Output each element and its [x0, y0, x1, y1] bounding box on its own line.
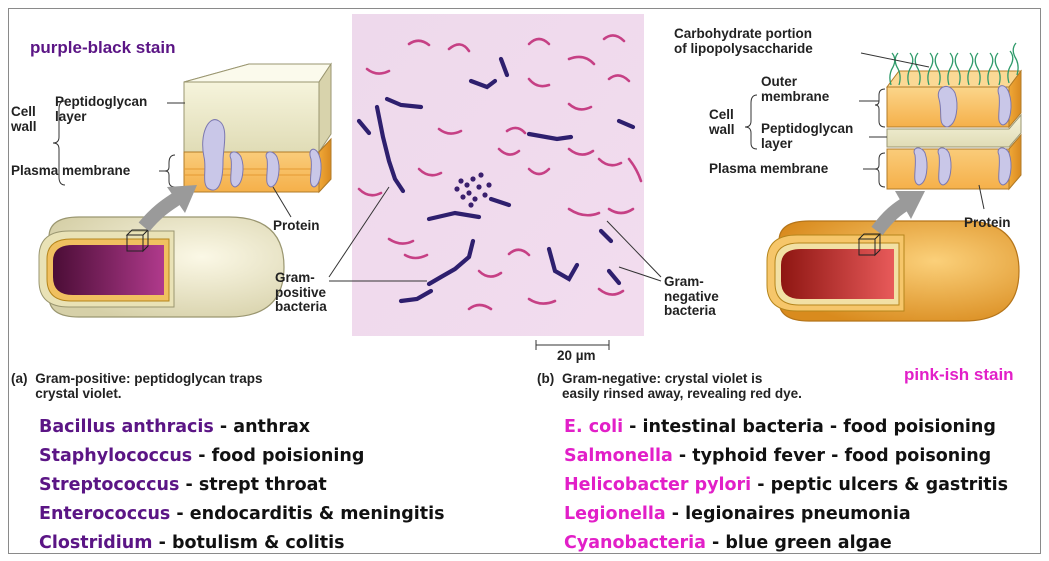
- list-item: Bacillus anthracis - anthrax: [39, 417, 311, 437]
- gram-negative-examples-list: E. coli - intestinal bacteria - food poi…: [564, 413, 1009, 553]
- gram-positive-examples-list: Bacillus anthracis - anthrax Staphylococ…: [39, 413, 445, 553]
- caption-a-prefix: (a): [11, 371, 28, 386]
- peptidoglycan-layer-label: Peptidoglycan layer: [55, 94, 148, 124]
- gram-positive-wall-block: [183, 62, 332, 194]
- gram-positive-bacteria-label: Gram- positive bacteria: [275, 270, 327, 315]
- caption-b-text: Gram-negative: crystal violet is easily …: [562, 371, 802, 401]
- list-item: Salmonella - typhoid fever - food poison…: [564, 446, 992, 466]
- purple-black-stain-label: purple-black stain: [30, 38, 176, 57]
- caption-b-prefix: (b): [537, 371, 555, 386]
- list-item: Legionella - legionaires pneumonia: [564, 504, 911, 524]
- caption-b: (b) Gram-negative: crystal violet is eas…: [537, 371, 802, 402]
- caption-a: (a) Gram-positive: peptidoglycan traps c…: [11, 371, 263, 402]
- right-peptidoglycan-layer-label: Peptidoglycan layer: [761, 121, 854, 151]
- gram-negative-bacteria-label: Gram- negative bacteria: [664, 274, 719, 319]
- right-cell-wall-label: Cell wall: [709, 107, 735, 137]
- list-item: E. coli - intestinal bacteria - food poi…: [564, 417, 996, 437]
- caption-a-text: Gram-positive: peptidoglycan traps cryst…: [35, 371, 263, 401]
- carbohydrate-portion-label: Carbohydrate portion of lipopolysacchari…: [674, 26, 813, 56]
- protein-shape: [202, 119, 226, 191]
- list-item: Clostridium - botulism & colitis: [39, 533, 345, 553]
- figure-frame: purple-black stain Cell wall Peptidoglyc…: [8, 8, 1041, 554]
- list-item: Staphylococcus - food poisioning: [39, 446, 365, 466]
- list-item: Helicobacter pylori - peptic ulcers & ga…: [564, 475, 1009, 495]
- plasma-membrane-label: Plasma membrane: [11, 163, 131, 178]
- pink-ish-stain-label: pink-ish stain: [904, 365, 1014, 384]
- gram-positive-cell: [38, 185, 285, 318]
- list-item: Enterococcus - endocarditis & meningitis: [39, 504, 445, 524]
- protein-label: Protein: [273, 218, 320, 233]
- gram-negative-wall-block: [886, 42, 1022, 191]
- gram-negative-cell: [766, 191, 1020, 322]
- scale-bar-label: 20 µm: [557, 348, 596, 363]
- list-item: Streptococcus - strept throat: [39, 475, 327, 495]
- diagram-graphics: [38, 14, 1022, 350]
- right-plasma-membrane-label: Plasma membrane: [709, 161, 829, 176]
- cell-wall-label: Cell wall: [11, 104, 37, 134]
- right-protein-label: Protein: [964, 215, 1011, 230]
- outer-membrane-label: Outer membrane: [761, 74, 830, 104]
- list-item: Cyanobacteria - blue green algae: [564, 533, 892, 553]
- micrograph: [352, 14, 644, 336]
